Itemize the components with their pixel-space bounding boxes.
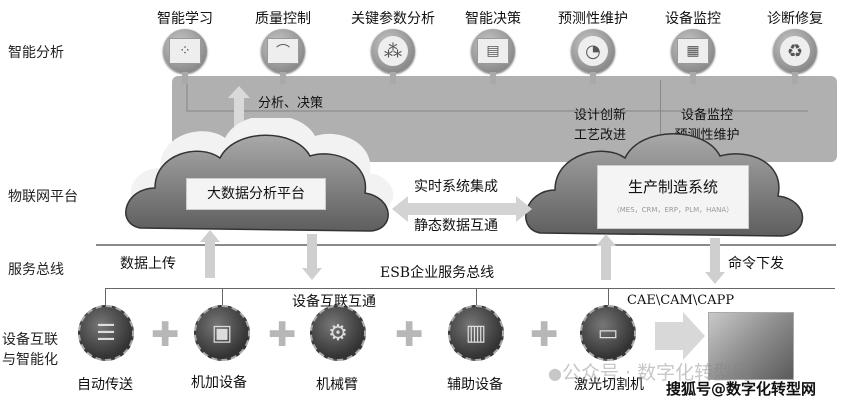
machining-center-icon: ▣ <box>211 320 233 346</box>
wechat-watermark-text: 公众号 · 数字化转型网 <box>561 362 752 384</box>
wechat-watermark: ●公众号 · 数字化转型网 <box>548 358 751 385</box>
manufacturing-system-title: 生产制造系统 <box>627 178 718 196</box>
device-laser-cutter[interactable]: ▭ <box>580 305 636 361</box>
function-stem <box>690 72 696 84</box>
function-label-intelligent-decision: 智能决策 <box>465 11 521 27</box>
function-label-intelligent-learning: 智能学习 <box>157 11 213 27</box>
smart-factory-image <box>708 312 794 380</box>
parameter-plot-icon: ⁂ <box>378 36 408 66</box>
bidirectional-arrow <box>392 196 532 222</box>
bus-drop <box>222 288 223 306</box>
esb-label: ESB企业服务总线 <box>380 265 495 281</box>
function-stem <box>280 72 286 84</box>
recycle-icon: ♻ <box>780 36 810 66</box>
gauge-icon: ◔ <box>578 36 608 66</box>
analysis-band-inner-bracket <box>186 80 808 112</box>
laser-cutter-icon: ▭ <box>597 320 619 346</box>
band-divider <box>660 80 661 140</box>
function-stem <box>792 72 798 84</box>
device-label-robot-arm: 机械臂 <box>316 377 358 393</box>
scatter-chart-icon: ⁘ <box>169 38 201 64</box>
sohu-watermark: 搜狐号@数字化转型网 <box>666 380 817 398</box>
service-bus-top-line <box>96 244 836 246</box>
bell-curve-chart-icon: ⌒ <box>267 38 299 64</box>
command-issue-label: 命令下发 <box>728 256 784 272</box>
function-label-predictive-maintenance: 预测性维护 <box>558 11 628 27</box>
function-stem <box>182 72 188 84</box>
conveyor-icon: ☰ <box>96 320 116 346</box>
cae-cam-capp-label: CAE\CAM\CAPP <box>627 293 735 308</box>
manufacturing-system-box[interactable]: 生产制造系统 （MES，CRM，ERP，PLM，HANA） <box>597 165 749 229</box>
analysis-decision-label: 分析、决策 <box>258 96 324 111</box>
function-stem <box>590 72 596 84</box>
device-label-laser-cutter: 激光切割机 <box>574 377 644 393</box>
plus-icon: ✚ <box>268 315 297 355</box>
function-icon-predictive-maintenance[interactable]: ◔ <box>571 29 615 73</box>
function-icon-intelligent-learning[interactable]: ⁘ <box>163 29 207 73</box>
result-arrow <box>655 312 705 360</box>
dashboard-window-icon: ▤ <box>477 38 509 64</box>
function-icon-quality-control[interactable]: ⌒ <box>261 29 305 73</box>
bus-drop <box>105 288 106 306</box>
analysis-up-arrow <box>228 86 250 136</box>
plus-icon: ✚ <box>530 315 559 355</box>
upload-arrow-right <box>596 234 616 280</box>
layer-label-service-bus: 服务总线 <box>8 262 64 278</box>
plus-icon: ✚ <box>395 315 424 355</box>
function-label-quality-control: 质量控制 <box>255 11 311 27</box>
static-data-exchange-label: 静态数据互通 <box>414 218 498 234</box>
device-auxiliary[interactable]: ▥ <box>448 305 504 361</box>
device-label-conveyor: 自动传送 <box>77 377 133 393</box>
monitoring-maintenance-line1: 设备监控 <box>680 108 733 123</box>
bus-drop <box>608 288 609 306</box>
function-label-key-parameter-analysis: 关键参数分析 <box>351 11 435 27</box>
function-icon-device-monitoring[interactable]: ▦ <box>671 29 715 73</box>
layer-label-devices: 设备互联 与智能化 <box>2 330 58 370</box>
robot-arm-icon: ⚙ <box>328 320 348 346</box>
monitor-grid-icon: ▦ <box>677 38 709 64</box>
design-innovation-line1: 设计创新 <box>574 108 627 123</box>
device-label-auxiliary: 辅助设备 <box>447 377 503 393</box>
realtime-integration-label: 实时系统集成 <box>414 179 498 195</box>
layer-label-devices-line1: 设备互联 <box>2 332 58 348</box>
auxiliary-machine-icon: ▥ <box>465 320 487 346</box>
design-innovation-label: 设计创新 工艺改进 <box>574 106 626 146</box>
function-icon-intelligent-decision[interactable]: ▤ <box>471 29 515 73</box>
command-down-arrow <box>705 238 725 284</box>
wechat-icon: ● <box>548 364 562 383</box>
layer-label-devices-line2: 与智能化 <box>2 352 58 368</box>
device-bus-line <box>105 288 835 289</box>
device-machining[interactable]: ▣ <box>194 305 250 361</box>
device-label-machining: 机加设备 <box>191 375 247 391</box>
layer-label-iot-platform: 物联网平台 <box>8 189 78 205</box>
function-stem <box>390 72 396 84</box>
layer-label-analysis: 智能分析 <box>8 45 64 61</box>
function-label-device-monitoring: 设备监控 <box>665 11 721 27</box>
top-functions: 智能学习 ⁘ 质量控制 ⌒ 关键参数分析 ⁂ 智能决策 ▤ 预测性维护 ◔ 设备… <box>140 8 840 88</box>
bus-drop <box>476 288 477 306</box>
command-down-arrow-left <box>302 234 322 280</box>
big-data-platform-box[interactable]: 大数据分析平台 <box>186 178 326 210</box>
device-interconnect-label: 设备互联互通 <box>292 294 376 310</box>
data-upload-arrow <box>200 230 220 278</box>
plus-icon: ✚ <box>151 315 180 355</box>
device-robot-arm[interactable]: ⚙ <box>310 305 366 361</box>
function-icon-diagnosis-repair[interactable]: ♻ <box>773 29 817 73</box>
device-conveyor[interactable]: ☰ <box>78 305 134 361</box>
design-innovation-line2: 工艺改进 <box>574 128 627 143</box>
function-label-diagnosis-repair: 诊断修复 <box>767 11 823 27</box>
manufacturing-system-subsystems: （MES，CRM，ERP，PLM，HANA） <box>612 206 734 214</box>
function-stem <box>490 72 496 84</box>
data-upload-label: 数据上传 <box>120 256 176 272</box>
function-icon-key-parameter-analysis[interactable]: ⁂ <box>371 29 415 73</box>
